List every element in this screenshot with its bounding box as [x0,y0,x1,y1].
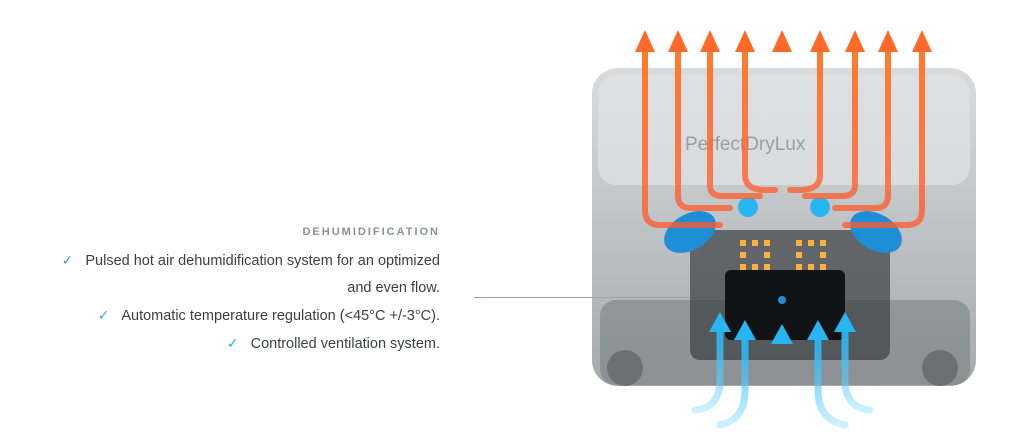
device-illustration: PerfectDryLux [592,30,976,444]
hot-air-flow [642,37,925,233]
feature-list: ✓ Pulsed hot air dehumidification system … [0,247,440,358]
check-icon: ✓ [226,335,239,351]
cold-air-flow [691,324,874,444]
cold-air-arrowheads [709,312,856,344]
hot-air-arrowheads [635,30,932,52]
foot-left [607,350,643,386]
blue-element-left [664,211,716,253]
feature-item: ✓ Automatic temperature regulation (<45°C… [0,302,440,330]
blue-element-right [850,211,902,253]
fan-hub [778,296,786,304]
fan [725,270,845,340]
feature-item: ✓ Pulsed hot air dehumidification system … [0,247,440,302]
dehumidification-section: DEHUMIDIFICATION ✓ Pulsed hot air dehumid… [0,226,440,358]
section-title: DEHUMIDIFICATION [302,226,440,238]
check-icon: ✓ [61,252,74,268]
feature-text: Automatic temperature regulation (<45°C … [121,308,440,324]
feature-text: Pulsed hot air dehumidification system f… [85,253,440,269]
blue-sensor-left [738,197,758,217]
feature-text-continued: and even flow. [347,280,440,296]
heater-dots [740,240,826,270]
foot-right [922,350,958,386]
check-icon: ✓ [97,307,110,323]
feature-item: ✓ Controlled ventilation system. [0,330,440,358]
blue-sensor-right [810,197,830,217]
feature-text: Controlled ventilation system. [250,336,440,352]
